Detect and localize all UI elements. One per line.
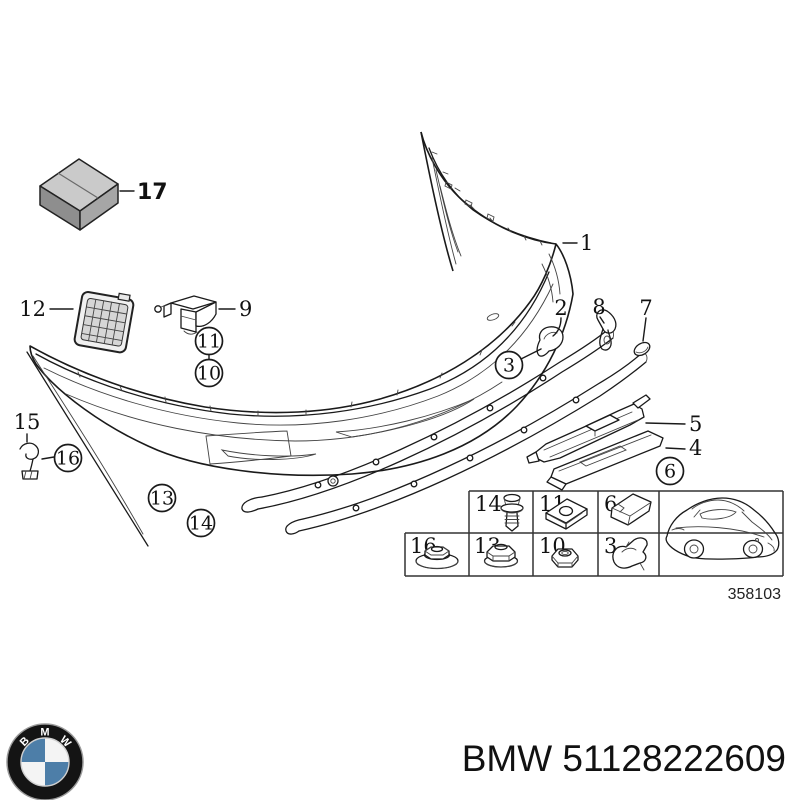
strip-stud [327,475,339,487]
hook-part-15 [19,442,40,480]
mounting-bracket-part-9 [154,295,217,335]
hex-nut-icon [551,548,579,568]
part-number-label: BMW 51128222609 [462,738,786,779]
plastic-flange-nut-icon [415,545,459,570]
leader-7 [642,317,647,342]
speed-nut-icon [545,498,588,530]
callout-17-label[interactable]: 17 [137,180,168,205]
callout-8-label[interactable]: 8 [592,295,605,319]
tow-eye-mark [486,313,500,321]
fastener-legend-table: 14 11 6 16 13 10 3 [404,490,784,577]
callout-3-circle[interactable] [494,350,524,380]
callout-4-label[interactable]: 4 [689,436,702,460]
callout-10-label[interactable]: 10 [197,363,221,385]
rear-bumper-cover-part-1 [26,131,574,547]
leader-3 [520,348,542,360]
strip-end-clip-part-8 [596,309,617,351]
callout-2-label[interactable]: 2 [554,296,567,320]
callout-6-label[interactable]: 6 [664,461,676,483]
callout-14-label[interactable]: 14 [189,513,213,535]
callout-3-label[interactable]: 3 [503,355,515,377]
callout-13-circle[interactable] [147,483,177,513]
bmw-roundel-logo: B M W [6,723,84,800]
retainer-clip-icon [612,537,648,571]
callout-16-label[interactable]: 16 [56,448,80,470]
callout-14-circle[interactable] [186,508,216,538]
kit-box-part-17 [39,158,119,231]
bumper-grille-part-12 [73,291,135,354]
catalog-number: 358103 [728,586,781,603]
channel-clip-icon [610,493,652,526]
callout-15-label[interactable]: 15 [14,410,41,434]
tow-hook-cover-part-2 [536,326,564,357]
leader-8 [599,316,605,324]
flange-lock-nut-icon [483,543,519,568]
grille-mesh-area [80,297,129,347]
logo-quadrant-bottom-right [45,762,69,786]
end-cap-part-7 [633,341,651,357]
callout-5-label[interactable]: 5 [689,412,702,436]
logo-quadrant-top-left [21,738,45,762]
leader-5 [645,422,686,425]
callout-13-label[interactable]: 13 [150,488,174,510]
kit-box-seam [57,172,99,199]
kit-box-side-face [79,183,119,231]
legend-grid [404,490,784,577]
callout-16-circle[interactable] [53,443,83,473]
circled-callouts: 3 11 10 16 13 14 6 [53,326,685,538]
callout-11-label[interactable]: 11 [197,331,221,353]
callout-12-label[interactable]: 12 [19,297,46,321]
lower-panel-part-4 [546,430,664,491]
expanding-rivet-icon [500,493,524,532]
logo-inner-rim [20,737,70,787]
impact-rail-part-5 [526,394,651,464]
legend-cell-14-label[interactable]: 14 [475,492,502,516]
callout-6-circle[interactable] [655,456,685,486]
callout-10-circle[interactable] [194,358,224,388]
leader-4 [665,447,686,450]
callout-1-label[interactable]: 1 [580,231,593,255]
logo-letter-m: M [40,727,49,739]
lower-trim-strip [285,351,648,535]
grille-mesh-lines [81,298,128,346]
car-silhouette [665,497,780,560]
callout-7-label[interactable]: 7 [639,296,652,320]
upper-trim-strip [241,327,614,513]
leader-16 [41,456,55,460]
callout-9-label[interactable]: 9 [239,297,252,321]
grille-tab [117,292,131,302]
leader-2 [552,317,562,337]
